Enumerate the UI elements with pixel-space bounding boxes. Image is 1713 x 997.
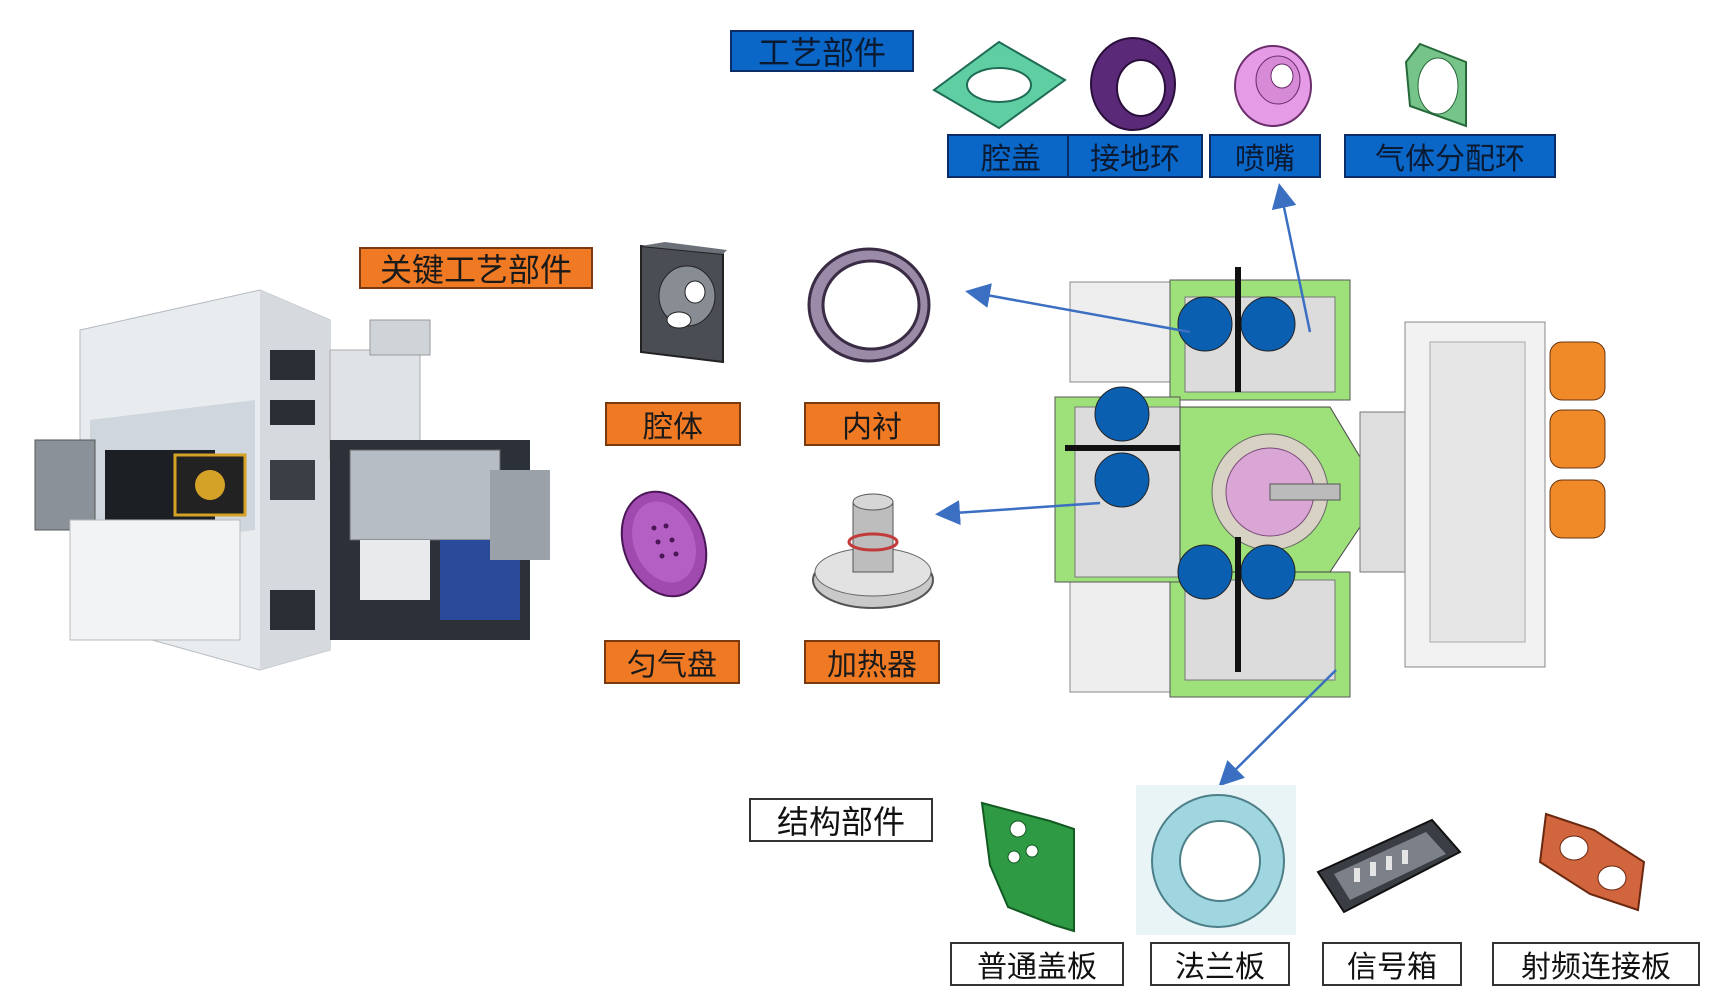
process-parts-title: 工艺部件 <box>730 30 914 72</box>
chamber-body-icon <box>640 242 727 364</box>
structural-parts-title: 结构部件 <box>749 798 933 842</box>
key-part-heater: 加热器 <box>804 640 940 684</box>
structural-part-flange-plate: 法兰板 <box>1150 942 1290 986</box>
rf-connector-plate-icon <box>1538 812 1646 912</box>
key-process-parts-title: 关键工艺部件 <box>359 247 593 289</box>
key-part-showerhead: 匀气盘 <box>604 640 740 684</box>
process-part-nozzle: 喷嘴 <box>1209 134 1321 178</box>
structural-part-signal-box: 信号箱 <box>1322 942 1462 986</box>
key-part-chamber-body: 腔体 <box>605 402 741 446</box>
cover-plate-icon <box>980 801 1075 933</box>
process-part-ground-ring: 接地环 <box>1067 134 1203 178</box>
gas-distribution-ring-icon <box>1404 42 1467 128</box>
signal-box-icon <box>1316 818 1462 914</box>
chamber-lid-icon <box>932 40 1067 130</box>
arrow-to-heater <box>935 500 1101 526</box>
key-part-liner: 内衬 <box>804 402 940 446</box>
nozzle-icon <box>1234 45 1312 127</box>
structural-part-rf-plate: 射频连接板 <box>1492 942 1700 986</box>
structural-part-cover-plate: 普通盖板 <box>950 942 1124 986</box>
heater-icon <box>812 493 934 609</box>
flange-plate-icon <box>1136 785 1296 935</box>
arrow-to-liner <box>965 283 1191 334</box>
arrow-to-flange <box>1218 669 1337 787</box>
chamber-layout-diagram <box>1054 267 1606 698</box>
showerhead-icon <box>620 490 708 598</box>
process-part-gas-ring: 气体分配环 <box>1344 134 1556 178</box>
ground-ring-icon <box>1090 37 1176 131</box>
process-part-chamber-lid: 腔盖 <box>947 134 1075 178</box>
liner-icon <box>807 247 931 363</box>
arrow-to-nozzle <box>1271 183 1312 333</box>
equipment-photo <box>34 289 550 671</box>
